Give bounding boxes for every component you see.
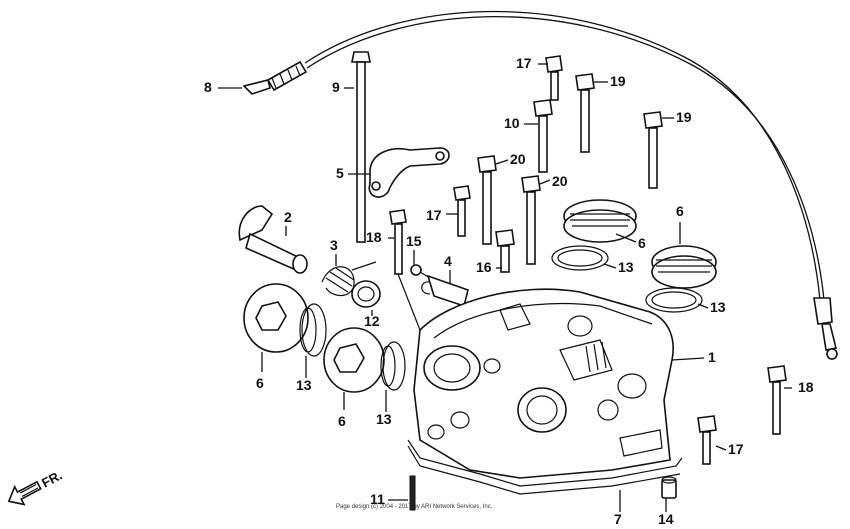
callout-4: 4 (444, 253, 452, 269)
callout-17-top-left: 17 (426, 207, 442, 223)
callout-labels: 8 9 5 2 3 18 15 4 12 17 16 20 20 10 17 1… (204, 55, 814, 527)
callout-9: 9 (332, 79, 340, 95)
cap-part-6-upper-a (563, 199, 637, 243)
oring-part-13-lower-a (299, 303, 327, 357)
callout-3: 3 (330, 237, 338, 253)
spring-part-3 (321, 261, 377, 297)
callout-20-right: 20 (552, 173, 568, 189)
seal-part-12 (351, 280, 381, 308)
bolt-part-17-right (697, 415, 717, 465)
bolt-part-11 (409, 475, 416, 511)
callout-19-right: 19 (676, 109, 692, 125)
callout-17-right: 17 (728, 441, 744, 457)
callout-16: 16 (476, 259, 492, 275)
bolt-part-10 (533, 99, 553, 173)
callout-5: 5 (336, 165, 344, 181)
oring-part-13-upper-b (645, 287, 703, 313)
callout-6-lower-left: 6 (256, 375, 264, 391)
bolt-part-16 (495, 229, 515, 273)
callout-6-upper-right: 6 (676, 203, 684, 219)
bolt-part-9 (351, 51, 371, 243)
bolt-part-20-left (477, 155, 497, 245)
cap-part-6-lower-a (243, 283, 309, 353)
cable-part-8 (242, 10, 838, 360)
front-direction-label: FR. (39, 467, 65, 490)
footer-copyright: Page design (c) 2004 - 2017 by ARI Netwo… (336, 504, 493, 510)
callout-17-top: 17 (516, 55, 532, 71)
gasket-part-7 (407, 439, 683, 495)
callout-1: 1 (708, 349, 716, 365)
callout-6-lower-mid: 6 (338, 413, 346, 429)
callout-2: 2 (284, 209, 292, 225)
callout-20-left: 20 (510, 151, 526, 167)
callout-7: 7 (614, 511, 622, 527)
cap-part-6-upper-b (651, 245, 717, 289)
callout-19-upper: 19 (610, 73, 626, 89)
callout-8: 8 (204, 79, 212, 95)
lever-part-4 (421, 274, 469, 308)
bolt-part-17-top-left (453, 185, 471, 237)
callout-13-upper-right: 13 (710, 299, 726, 315)
bracket-part-5 (368, 147, 450, 198)
callout-18-left: 18 (366, 229, 382, 245)
bolt-part-19-upper (575, 73, 595, 153)
callout-13-upper-mid: 13 (618, 259, 634, 275)
callout-14: 14 (658, 511, 674, 527)
callout-18-right: 18 (798, 379, 814, 395)
cap-part-6-lower-b (323, 327, 385, 393)
front-direction-arrow: FR. (7, 467, 65, 506)
bolt-part-20-right (521, 175, 541, 265)
bolt-part-18-right (767, 365, 787, 435)
callout-6-upper-mid: 6 (638, 235, 646, 251)
callout-15: 15 (406, 233, 422, 249)
shaft-part-2 (238, 205, 308, 274)
oring-part-13-upper-a (551, 245, 609, 271)
oring-part-13-lower-b (380, 341, 406, 391)
leader-lines (218, 63, 792, 512)
bolt-part-19-right (643, 111, 663, 189)
callout-11: 11 (370, 491, 385, 507)
callout-13-lower-left: 13 (296, 377, 312, 393)
dowel-part-14 (661, 476, 677, 499)
cylinder-head-cover-part-1 (413, 288, 674, 479)
callout-13-lower-mid: 13 (376, 411, 392, 427)
callout-12: 12 (364, 313, 380, 329)
bolt-part-17-top (545, 55, 563, 101)
bolt-part-18-left (389, 209, 421, 331)
callout-10: 10 (504, 115, 520, 131)
